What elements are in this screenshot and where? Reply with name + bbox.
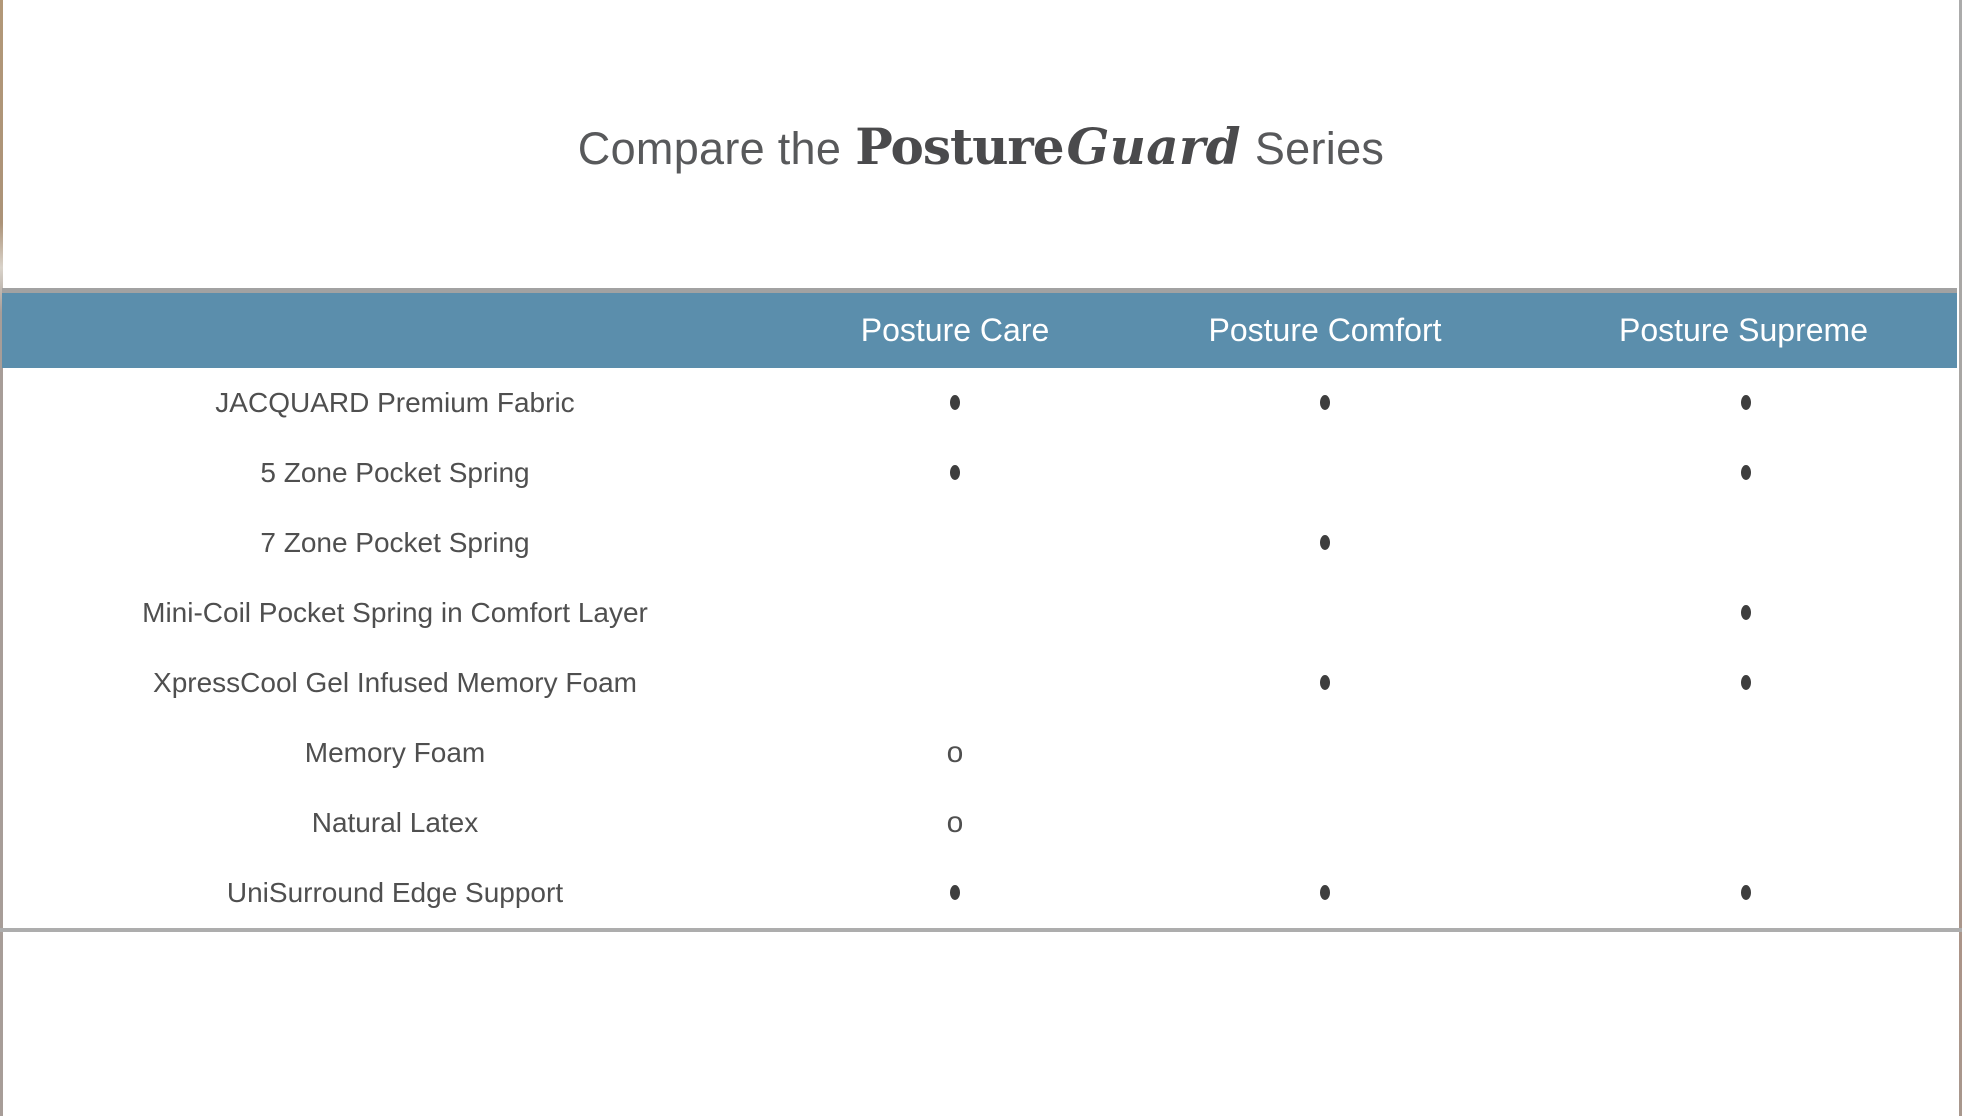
feature-mark-cell bbox=[1120, 884, 1530, 902]
feature-mark-cell bbox=[790, 534, 1120, 552]
brand-guard: Guard bbox=[1066, 117, 1241, 176]
feature-label: Mini-Coil Pocket Spring in Comfort Layer bbox=[142, 597, 648, 628]
feature-mark-cell bbox=[790, 394, 1120, 412]
left-edge-border bbox=[0, 0, 3, 1116]
mark-icon bbox=[1741, 395, 1751, 411]
feature-mark-cell: o bbox=[790, 735, 1120, 769]
feature-mark-cell bbox=[1530, 394, 1962, 412]
table-header-row: Posture Care Posture Comfort Posture Sup… bbox=[2, 288, 1957, 368]
feature-mark-cell bbox=[1530, 814, 1962, 832]
feature-label: XpressCool Gel Infused Memory Foam bbox=[153, 667, 637, 698]
feature-label: 7 Zone Pocket Spring bbox=[260, 527, 530, 558]
mark-icon bbox=[1741, 465, 1751, 481]
feature-mark-cell bbox=[1120, 534, 1530, 552]
table-row: Mini-Coil Pocket Spring in Comfort Layer bbox=[0, 578, 1962, 648]
table-row: 7 Zone Pocket Spring bbox=[0, 508, 1962, 578]
comparison-table-body: JACQUARD Premium Fabric 5 Zone Pocket Sp… bbox=[0, 368, 1962, 928]
table-row: 5 Zone Pocket Spring bbox=[0, 438, 1962, 508]
feature-mark-cell bbox=[1120, 464, 1530, 482]
page-title: Compare the PostureGuard Series bbox=[0, 119, 1962, 174]
title-suffix: Series bbox=[1254, 123, 1385, 174]
mark-icon bbox=[950, 395, 960, 411]
feature-mark-cell bbox=[1120, 814, 1530, 832]
mark-icon bbox=[1741, 675, 1751, 691]
feature-mark-cell bbox=[1120, 744, 1530, 762]
table-row: XpressCool Gel Infused Memory Foam bbox=[0, 648, 1962, 718]
table-row: Natural Latex o bbox=[0, 788, 1962, 858]
feature-label: Natural Latex bbox=[311, 807, 479, 838]
column-header-posture-comfort: Posture Comfort bbox=[1208, 312, 1442, 348]
table-bottom-rule bbox=[0, 928, 1962, 932]
table-row: Memory Foam o bbox=[0, 718, 1962, 788]
brand-posture: Posture bbox=[855, 117, 1064, 176]
feature-mark-cell bbox=[1120, 604, 1530, 622]
mark-icon bbox=[1741, 605, 1751, 621]
feature-label: JACQUARD Premium Fabric bbox=[215, 387, 575, 418]
feature-mark-cell bbox=[1530, 464, 1962, 482]
feature-mark-cell bbox=[1120, 674, 1530, 692]
mark-icon bbox=[1741, 885, 1751, 901]
feature-mark-cell bbox=[790, 674, 1120, 692]
feature-mark-cell bbox=[1530, 674, 1962, 692]
feature-mark-cell bbox=[790, 604, 1120, 622]
table-row: UniSurround Edge Support bbox=[0, 858, 1962, 928]
title-prefix: Compare the bbox=[577, 123, 842, 174]
feature-mark-cell bbox=[1530, 604, 1962, 622]
feature-mark-cell bbox=[1530, 744, 1962, 762]
right-edge-border bbox=[1959, 0, 1962, 1116]
mark-icon: o bbox=[946, 735, 964, 769]
feature-mark-cell bbox=[1530, 534, 1962, 552]
column-header-posture-care: Posture Care bbox=[860, 312, 1050, 348]
mark-icon bbox=[1320, 535, 1330, 551]
feature-label: Memory Foam bbox=[304, 737, 486, 768]
feature-mark-cell bbox=[1530, 884, 1962, 902]
feature-mark-cell bbox=[790, 464, 1120, 482]
mark-icon bbox=[950, 885, 960, 901]
mark-icon: o bbox=[946, 805, 964, 839]
column-header-posture-supreme: Posture Supreme bbox=[1618, 312, 1868, 348]
feature-mark-cell: o bbox=[790, 805, 1120, 839]
feature-label: 5 Zone Pocket Spring bbox=[260, 457, 530, 488]
mark-icon bbox=[950, 465, 960, 481]
feature-mark-cell bbox=[1120, 394, 1530, 412]
mark-icon bbox=[1320, 395, 1330, 411]
mark-icon bbox=[1320, 675, 1330, 691]
feature-label: UniSurround Edge Support bbox=[226, 877, 564, 908]
feature-mark-cell bbox=[790, 884, 1120, 902]
mark-icon bbox=[1320, 885, 1330, 901]
table-row: JACQUARD Premium Fabric bbox=[0, 368, 1962, 438]
